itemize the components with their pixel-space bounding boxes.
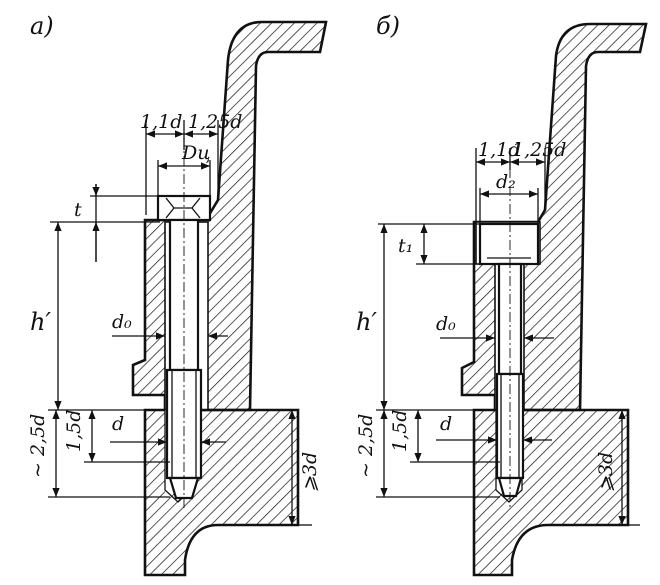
dim-wall: ⩾3d [299, 452, 321, 492]
dim-length: h′ [356, 308, 377, 336]
dim-hole-depth: ~ 2,5d [27, 414, 49, 478]
dim-thread-diameter: d [440, 413, 452, 435]
dim-length: h′ [30, 308, 51, 336]
dim-hole-diameter: d₀ [436, 313, 456, 335]
dim-hole-diameter: d₀ [112, 311, 132, 333]
dim-hole-depth: ~ 2,5d [355, 414, 377, 478]
dim-top-right: 1,25d [188, 111, 242, 133]
dim-head-height: t [74, 199, 82, 221]
dim-head-height: t₁ [398, 235, 413, 257]
figure-b: б) 1,1d 1,25d d₂ t₁ [355, 12, 648, 577]
housing-section [460, 22, 648, 412]
dim-wall: ⩾3d [595, 452, 617, 492]
dim-head-diameter: Dц [181, 142, 211, 164]
dim-thread-diameter: d [112, 413, 124, 435]
dim-top-left: 1,1d [140, 111, 182, 133]
dim-thread-depth: 1,5d [389, 410, 411, 452]
dim-top-left: 1,1d [478, 139, 520, 161]
figure-b-label: б) [376, 12, 400, 40]
figure-a: а) 1,1d 1,25d Dц [27, 12, 328, 577]
dim-top-right: 1,25d [512, 139, 566, 161]
dim-thread-depth: 1,5d [63, 410, 85, 452]
dim-head-diameter: d₂ [496, 171, 516, 193]
figure-a-label: а) [30, 12, 54, 40]
